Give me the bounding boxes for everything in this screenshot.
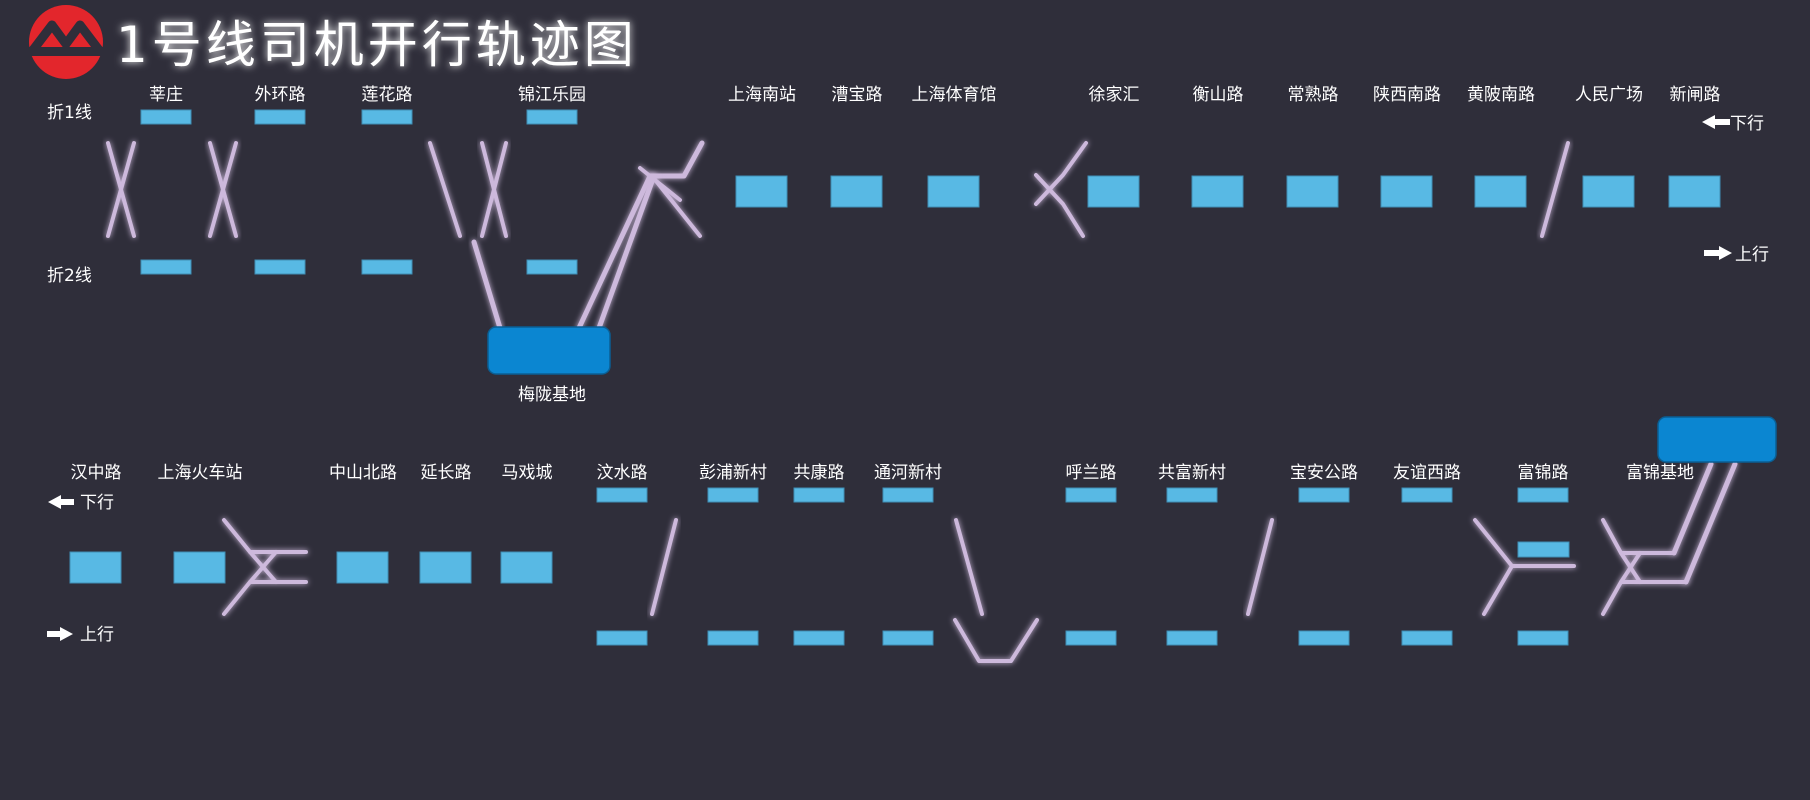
- station-label: 常熟路: [1288, 84, 1339, 105]
- station-platform: [596, 487, 648, 503]
- station-platform: [254, 109, 306, 125]
- station-platform: [69, 551, 122, 584]
- station-platform: [735, 175, 788, 208]
- station-label: 延长路: [421, 463, 472, 483]
- station-label: 宝安公路: [1290, 463, 1358, 483]
- down-direction-label-2: 下行: [80, 493, 114, 513]
- meilong-depot-label: 梅陇基地: [518, 385, 586, 405]
- turnback-track-2-label: 折2线: [47, 266, 92, 286]
- station-label: 新闸路: [1670, 85, 1721, 105]
- station-label: 马戏城: [502, 463, 553, 483]
- station-platform: [1517, 541, 1570, 558]
- station-platform: [254, 259, 306, 275]
- meilong-depot: [487, 326, 611, 375]
- station-platform: [1087, 175, 1140, 208]
- station-label: 中山北路: [329, 463, 397, 483]
- station-platform: [1166, 487, 1218, 503]
- station-platform: [1191, 175, 1244, 208]
- station-platform: [1298, 487, 1350, 503]
- section2-stations: 汉中路 上海火车站 中山北路 延长路 马戏城 汶水路 彭浦新村 共康路 通河新村 呼兰路 共富新村 宝…: [69, 463, 1570, 646]
- station-label: 上海火车站: [158, 463, 243, 483]
- up-arrow-icon: [47, 627, 73, 641]
- metro-logo-icon: [29, 5, 103, 79]
- station-platform: [707, 630, 759, 646]
- station-platform: [596, 630, 648, 646]
- station-platform: [793, 487, 845, 503]
- up-direction-label-2: 上行: [80, 625, 114, 645]
- station-platform: [526, 109, 578, 125]
- station-platform: [793, 630, 845, 646]
- station-platform: [361, 259, 413, 275]
- station-label: 人民广场: [1575, 85, 1643, 105]
- station-label: 外环路: [255, 85, 306, 105]
- station-label: 上海体育馆: [912, 85, 997, 105]
- station-platform: [526, 259, 578, 275]
- station-platform: [1474, 175, 1527, 208]
- station-label: 富锦路: [1518, 463, 1569, 483]
- station-label: 徐家汇: [1089, 85, 1140, 105]
- station-platform: [1380, 175, 1433, 208]
- station-label: 上海南站: [728, 85, 796, 105]
- station-platform: [1401, 487, 1453, 503]
- up-arrow-icon: [1704, 246, 1732, 260]
- station-label: 共康路: [794, 463, 845, 483]
- station-platform: [830, 175, 883, 208]
- station-platform: [707, 487, 759, 503]
- station-label: 共富新村: [1158, 463, 1226, 483]
- down-arrow-icon: [1702, 115, 1730, 129]
- station-label: 呼兰路: [1066, 463, 1117, 483]
- station-platform: [361, 109, 413, 125]
- station-platform: [336, 551, 389, 584]
- station-label: 漕宝路: [832, 85, 883, 105]
- station-platform: [1065, 630, 1117, 646]
- station-platform: [1517, 487, 1569, 503]
- station-label: 衡山路: [1193, 85, 1244, 105]
- section2-tracks: [47, 461, 1738, 663]
- station-label: 汶水路: [597, 463, 648, 483]
- station-platform: [1517, 630, 1569, 646]
- station-label: 黄陂南路: [1467, 85, 1535, 105]
- fujin-depot: [1657, 416, 1777, 463]
- station-platform: [1286, 175, 1339, 208]
- station-platform: [419, 551, 472, 584]
- down-direction-label: 下行: [1730, 114, 1764, 134]
- station-platform: [140, 109, 192, 125]
- station-label: 陕西南路: [1373, 85, 1441, 105]
- station-platform: [1298, 630, 1350, 646]
- station-platform: [1582, 175, 1635, 208]
- station-platform: [500, 551, 553, 584]
- down-arrow-icon: [48, 495, 74, 509]
- station-label: 彭浦新村: [699, 463, 767, 483]
- station-platform: [1166, 630, 1218, 646]
- station-platform: [140, 259, 192, 275]
- turnback-track-1-label: 折1线: [47, 103, 92, 123]
- station-label: 莲花路: [362, 85, 413, 105]
- station-platform: [173, 551, 226, 584]
- fujin-depot-label: 富锦基地: [1626, 463, 1694, 483]
- station-label: 通河新村: [874, 463, 942, 483]
- station-label: 汉中路: [71, 463, 122, 483]
- station-platform: [1668, 175, 1721, 208]
- station-label: 莘庄: [149, 85, 183, 105]
- station-label: 锦江乐园: [518, 85, 586, 105]
- section1-tracks: [43, 120, 1754, 331]
- station-platform: [882, 630, 934, 646]
- up-direction-label: 上行: [1735, 245, 1769, 265]
- station-platform: [927, 175, 980, 208]
- section1-stations: 莘庄 外环路 莲花路 锦江乐园 上海南站 漕宝路 上海体育馆 徐家汇 衡山路 常熟路 陕西南路 黄陂南…: [140, 84, 1721, 275]
- page-title: 1号线司机开行轨迹图: [116, 16, 638, 74]
- station-platform: [1401, 630, 1453, 646]
- station-platform: [882, 487, 934, 503]
- station-platform: [1065, 487, 1117, 503]
- station-label: 友谊西路: [1393, 463, 1461, 483]
